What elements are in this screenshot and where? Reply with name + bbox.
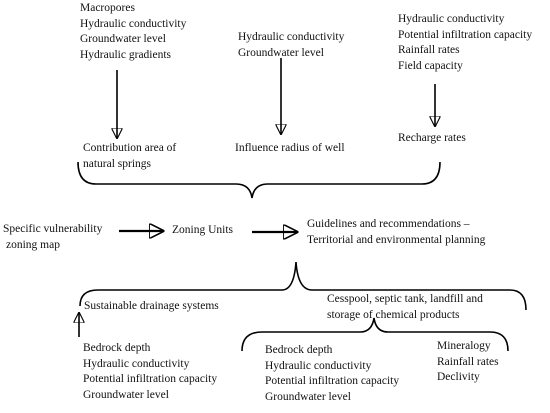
factor-hydraulic-conductivity: Hydraulic conductivity	[398, 13, 505, 25]
top-brace	[77, 161, 441, 199]
cesspool-factor-list-a: Bedrock depth Hydraulic conductivity Pot…	[265, 343, 399, 405]
factor-rainfall-rates: Rainfall rates	[398, 44, 460, 56]
factor-hydraulic-conductivity: Hydraulic conductivity	[265, 359, 372, 372]
cesspool-title: Cesspool, septic tank, landfill and stor…	[327, 292, 483, 323]
factor-hydraulic-conductivity: Hydraulic conductivity	[83, 357, 190, 370]
guidelines-node: Guidelines and recommendations – Territo…	[307, 217, 485, 248]
factor-mineralogy: Mineralogy	[437, 340, 491, 352]
map-line-2: zoning map	[6, 238, 60, 251]
recharge-result: Recharge rates	[398, 131, 466, 147]
factor-groundwater-level: Groundwater level	[265, 390, 351, 403]
well-result: Influence radius of well	[235, 141, 345, 157]
result-recharge-rates: Recharge rates	[398, 132, 466, 144]
cesspool-line-2: storage of chemical products	[327, 308, 460, 321]
zoning-units-label: Zoning Units	[172, 224, 234, 236]
factor-hydraulic-conductivity: Hydraulic conductivity	[80, 17, 187, 30]
cesspool-line-1: Cesspool, septic tank, landfill and	[327, 293, 483, 305]
factor-infiltration-capacity: Potential infiltration capacity	[83, 373, 218, 385]
factor-infiltration-capacity: Potential infiltration capacity	[398, 28, 533, 41]
map-line-1: Specific vulnerability	[3, 223, 103, 235]
vulnerability-map-node: Specific vulnerability zoning map	[3, 222, 102, 253]
result-contribution-area: Contribution area of	[83, 142, 177, 154]
factor-hydraulic-conductivity: Hydraulic conductivity	[238, 31, 345, 43]
factor-bedrock-depth: Bedrock depth	[265, 344, 333, 356]
factor-infiltration-capacity: Potential infiltration capacity	[265, 375, 400, 387]
factor-rainfall-rates: Rainfall rates	[437, 355, 499, 368]
factor-macropores: Macropores	[80, 2, 135, 14]
zoning-units-node: Zoning Units	[172, 223, 233, 239]
well-factor-list: Hydraulic conductivity Groundwater level	[238, 30, 344, 61]
result-influence-radius: Influence radius of well	[235, 142, 345, 154]
result-natural-springs: natural springs	[83, 157, 152, 170]
factor-bedrock-depth: Bedrock depth	[83, 342, 151, 354]
springs-factor-list: Macropores Hydraulic conductivity Ground…	[80, 1, 186, 63]
drainage-factor-list: Bedrock depth Hydraulic conductivity Pot…	[83, 341, 217, 403]
factor-declivity: Declivity	[437, 371, 480, 383]
factor-groundwater-level: Groundwater level	[83, 388, 169, 401]
factor-groundwater-level: Groundwater level	[80, 33, 166, 45]
bottom-brace	[79, 261, 527, 311]
drainage-title: Sustainable drainage systems	[84, 299, 219, 315]
recharge-factor-list: Hydraulic conductivity Potential infiltr…	[398, 12, 532, 74]
factor-groundwater-level: Groundwater level	[238, 46, 324, 59]
factor-hydraulic-gradients: Hydraulic gradients	[80, 48, 172, 61]
factor-field-capacity: Field capacity	[398, 59, 463, 72]
guidelines-line-1: Guidelines and recommendations –	[307, 218, 470, 230]
cesspool-brace	[241, 317, 509, 352]
guidelines-line-2: Territorial and environmental planning	[307, 233, 486, 246]
cesspool-factor-list-b: Mineralogy Rainfall rates Declivity	[437, 339, 499, 386]
drainage-systems-label: Sustainable drainage systems	[84, 300, 219, 312]
springs-result: Contribution area of natural springs	[83, 141, 176, 172]
